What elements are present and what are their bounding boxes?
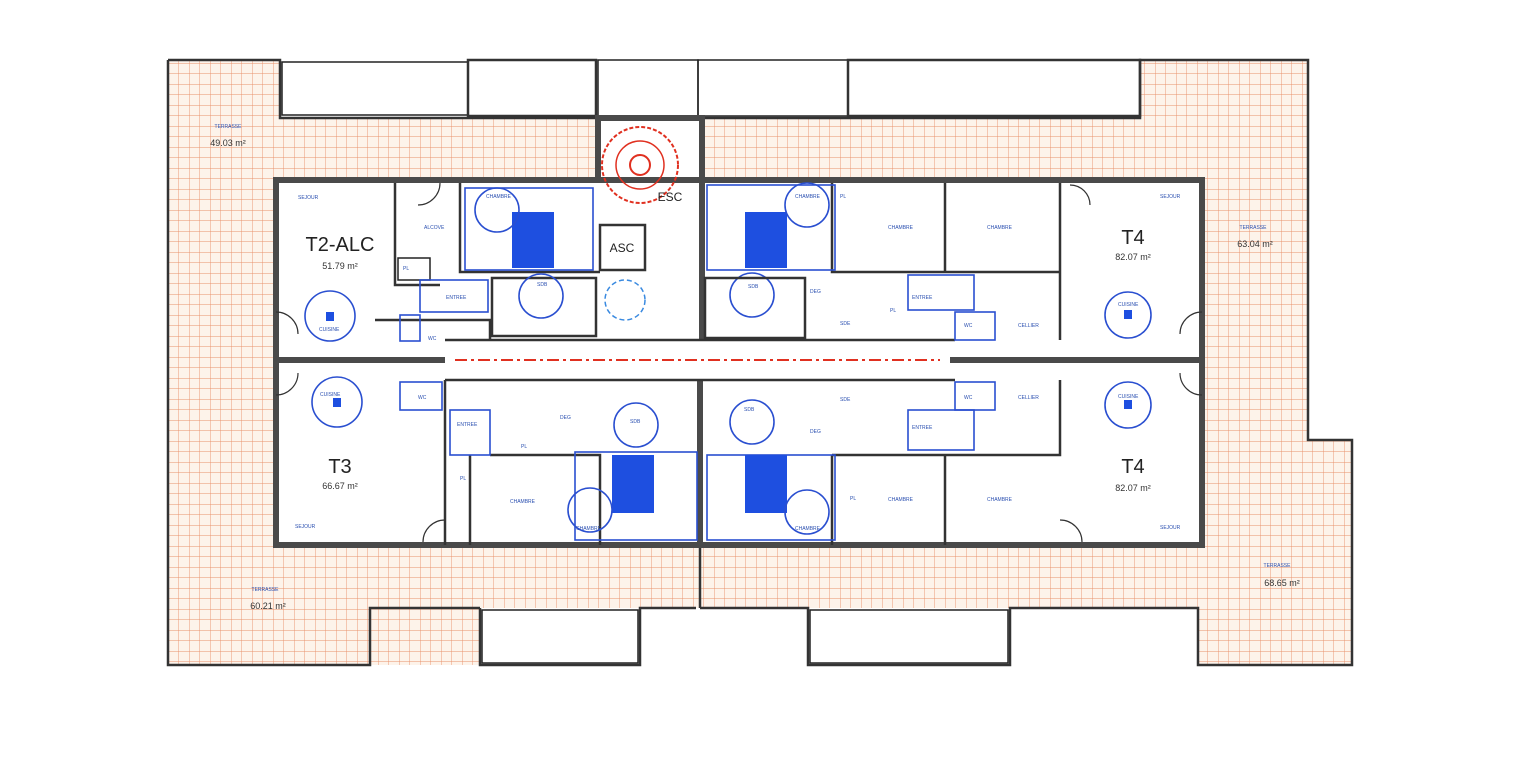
room-label: SDB bbox=[537, 282, 548, 288]
terrace-area-value: 63.04 m² bbox=[1237, 239, 1273, 249]
room-label: WC bbox=[964, 323, 973, 329]
room-label: ENTREE bbox=[457, 422, 478, 428]
room-label: CUISINE bbox=[1118, 302, 1139, 308]
room-label: CHAMBRE bbox=[987, 225, 1013, 231]
unit-area: 82.07 m² bbox=[1115, 252, 1151, 262]
room-label: CELLIER bbox=[1018, 395, 1039, 401]
stair-core: ESC ASC bbox=[455, 126, 940, 361]
unit-area: 51.79 m² bbox=[322, 261, 358, 271]
room-label: SEJOUR bbox=[298, 195, 319, 201]
room-label: PL bbox=[521, 444, 527, 450]
room-label: CHAMBRE bbox=[576, 526, 602, 532]
room-label: ENTREE bbox=[446, 295, 467, 301]
room-label: DEG bbox=[810, 289, 821, 295]
room-label: PL bbox=[840, 194, 846, 200]
room-label: CHAMBRE bbox=[510, 499, 536, 505]
building bbox=[273, 115, 1205, 548]
terrace-labels: TERRASSE 49.03 m² TERRASSE 63.04 m² TERR… bbox=[210, 124, 1300, 611]
room-label: DEG bbox=[560, 415, 571, 421]
room-label: SDE bbox=[840, 397, 851, 403]
room-label: CUISINE bbox=[1118, 394, 1139, 400]
terrace-label: TERRASSE bbox=[252, 587, 280, 593]
room-label: CHAMBRE bbox=[987, 497, 1013, 503]
terrace-area-value: 68.65 m² bbox=[1264, 578, 1300, 588]
room-label: PL bbox=[850, 496, 856, 502]
unit-name: T3 bbox=[328, 456, 351, 478]
room-label: CHAMBRE bbox=[888, 497, 914, 503]
room-label: ENTREE bbox=[912, 425, 933, 431]
unit-area: 82.07 m² bbox=[1115, 483, 1151, 493]
room-label: ALCOVE bbox=[424, 225, 445, 231]
room-label: WC bbox=[964, 395, 973, 401]
unit-name: T4 bbox=[1121, 456, 1144, 478]
terrace-label: TERRASSE bbox=[1264, 563, 1292, 569]
room-label: SEJOUR bbox=[1160, 194, 1181, 200]
room-label: CHAMBRE bbox=[888, 225, 914, 231]
room-label: DEG bbox=[810, 429, 821, 435]
unit-name: T2-ALC bbox=[306, 234, 375, 256]
room-label: SDE bbox=[840, 321, 851, 327]
room-label: WC bbox=[428, 336, 437, 342]
stairs-label: ESC bbox=[658, 190, 683, 204]
room-label: CELLIER bbox=[1018, 323, 1039, 329]
room-label: SEJOUR bbox=[1160, 525, 1181, 531]
room-label: SDB bbox=[748, 284, 759, 290]
room-label: SDB bbox=[630, 419, 641, 425]
terrace-label: TERRASSE bbox=[1240, 225, 1268, 231]
terrace-area-value: 60.21 m² bbox=[250, 601, 286, 611]
room-label: PL bbox=[890, 308, 896, 314]
room-label: PL bbox=[460, 476, 466, 482]
room-label: CHAMBRE bbox=[795, 526, 821, 532]
unit-labels: T2-ALC 51.79 m² T4 82.07 m² T3 66.67 m² … bbox=[306, 227, 1151, 493]
room-label: ENTREE bbox=[912, 295, 933, 301]
room-label: SDB bbox=[744, 407, 755, 413]
unit-name: T4 bbox=[1121, 227, 1144, 249]
elevator-label: ASC bbox=[610, 241, 635, 255]
room-label: CUISINE bbox=[320, 392, 341, 398]
room-label: SEJOUR bbox=[295, 524, 316, 530]
terrace-area-value: 49.03 m² bbox=[210, 138, 246, 148]
unit-area: 66.67 m² bbox=[322, 481, 358, 491]
room-label: WC bbox=[418, 395, 427, 401]
terrace-label: TERRASSE bbox=[215, 124, 243, 130]
room-label: CHAMBRE bbox=[795, 194, 821, 200]
room-label: CHAMBRE bbox=[486, 194, 512, 200]
room-label: CUISINE bbox=[319, 327, 340, 333]
room-label: PL bbox=[403, 266, 409, 272]
room-labels: SEJOUR ALCOVE CHAMBRE PL ENTREE SDB CUIS… bbox=[295, 194, 1181, 532]
